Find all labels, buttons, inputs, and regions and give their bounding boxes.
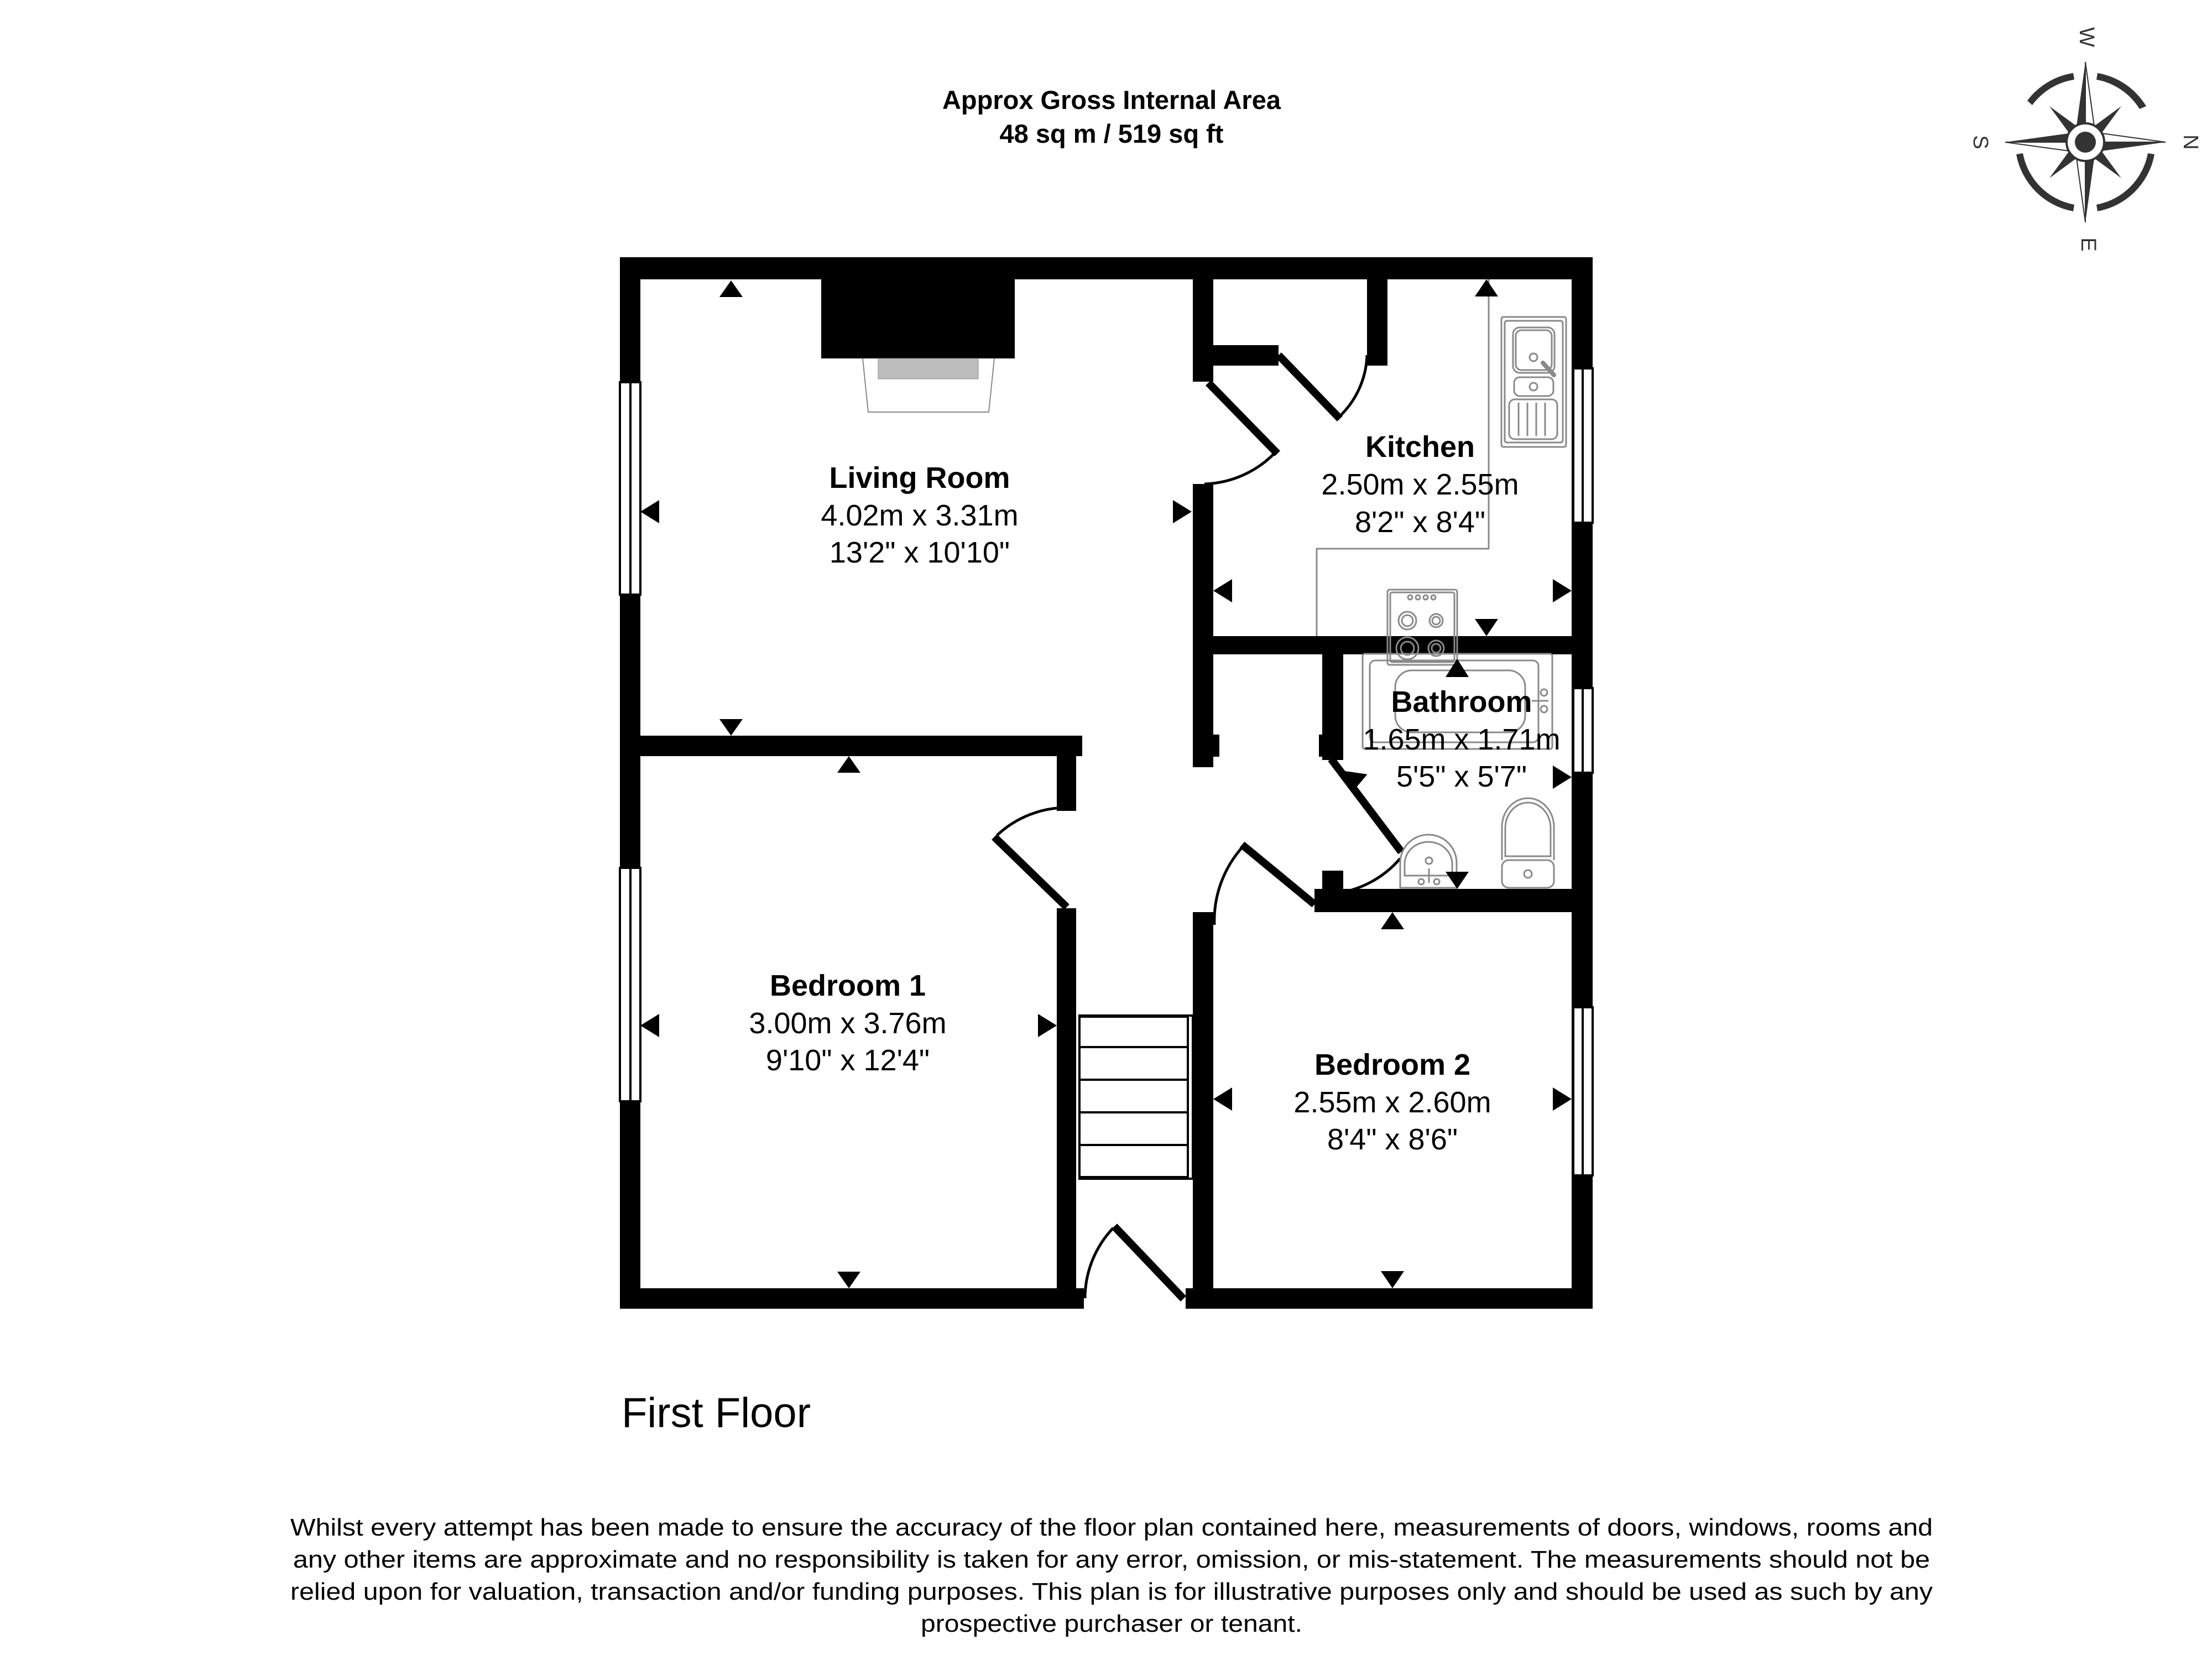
wall-kitchen-bottom	[1193, 636, 1593, 654]
fire-grate	[878, 358, 979, 379]
basin-icon	[1399, 834, 1458, 889]
arrow-right-icon	[1553, 579, 1572, 602]
room-label-kitchen: Kitchen 2.50m x 2.55m 8'2" x 8'4"	[1321, 430, 1519, 539]
disclaimer-line: any other items are approximate and no r…	[293, 1546, 1930, 1573]
compass-n: N	[2179, 134, 2202, 149]
room-metric: 3.00m x 3.76m	[749, 1007, 946, 1040]
window-bedroom-2	[1572, 1006, 1594, 1177]
fireplace	[821, 279, 1015, 413]
disclaimer: Whilst every attempt has been made to en…	[290, 1514, 1933, 1637]
wall-cupboard-right	[1367, 257, 1387, 366]
room-name: Bathroom	[1391, 685, 1532, 719]
room-label-living-room: Living Room 4.02m x 3.31m 13'2" x 10'10"	[821, 461, 1018, 569]
doors	[992, 352, 1405, 1302]
window-bathroom	[1572, 687, 1594, 774]
room-metric: 2.55m x 2.60m	[1293, 1086, 1491, 1119]
arrow-right-icon	[1038, 1014, 1057, 1037]
wall-cupboard-stub	[1193, 345, 1279, 366]
door-living-room	[1204, 380, 1281, 486]
room-metric: 1.65m x 1.71m	[1363, 723, 1560, 756]
arrow-left-icon	[640, 500, 659, 523]
hearth	[862, 358, 995, 413]
staircase	[1078, 1014, 1194, 1180]
arrow-left-icon	[1345, 771, 1368, 793]
hob-icon	[1386, 589, 1458, 666]
door-bathroom	[1328, 756, 1405, 896]
dimension-arrows	[640, 279, 1572, 1288]
disclaimer-line: Whilst every attempt has been made to en…	[290, 1514, 1933, 1541]
room-imperial: 8'2" x 8'4"	[1355, 506, 1485, 539]
area-title: Approx Gross Internal Area	[942, 85, 1281, 114]
arrow-right-icon	[1173, 500, 1192, 523]
wall-bed2-left	[1193, 912, 1213, 1309]
arrow-left-icon	[1213, 1087, 1232, 1111]
arrow-right-icon	[1553, 766, 1572, 789]
door-bedroom-2	[1213, 841, 1317, 925]
room-name: Living Room	[830, 461, 1010, 495]
disclaimer-line: prospective purchaser or tenant.	[921, 1610, 1302, 1637]
arrow-left-icon	[1213, 579, 1232, 602]
disclaimer-line: relied upon for valuation, transaction a…	[290, 1578, 1933, 1605]
room-imperial: 9'10" x 12'4"	[766, 1044, 930, 1077]
window-living	[619, 381, 641, 596]
arrow-down-icon	[1446, 872, 1469, 889]
room-imperial: 13'2" x 10'10"	[830, 536, 1010, 569]
arrow-up-icon	[1446, 659, 1469, 677]
arrow-down-icon	[1475, 619, 1498, 636]
arrow-down-icon	[837, 1272, 860, 1288]
compass-w: W	[2075, 27, 2098, 47]
room-name: Bedroom 1	[770, 969, 926, 1002]
door-cupboard	[1275, 352, 1369, 421]
arrow-right-icon	[1553, 1087, 1572, 1111]
room-imperial: 8'4" x 8'6"	[1327, 1123, 1458, 1156]
wall-bed1-right-upper	[1057, 736, 1076, 811]
wall-bath-bottom	[1314, 889, 1593, 912]
area-value: 48 sq m / 519 sq ft	[1000, 119, 1224, 148]
window-bedroom-1	[619, 867, 641, 1102]
arrow-down-icon	[1381, 1271, 1404, 1288]
outer-wall-top	[620, 257, 1593, 279]
room-name: Kitchen	[1365, 430, 1475, 464]
room-metric: 2.50m x 2.55m	[1321, 468, 1519, 501]
outer-wall-bottom-left	[620, 1288, 1084, 1309]
floor-label: First Floor	[622, 1389, 811, 1436]
wall-hall-stub	[1193, 735, 1219, 757]
kitchen-fixtures	[1316, 279, 1567, 666]
outer-wall-bottom-right	[1186, 1288, 1593, 1309]
door-entrance	[1083, 1224, 1187, 1302]
arrow-up-icon	[837, 756, 860, 773]
arrow-up-icon	[719, 280, 743, 297]
kitchen-worktop	[1316, 279, 1490, 636]
toilet-icon	[1501, 797, 1555, 889]
arrow-left-icon	[640, 1014, 659, 1037]
room-label-bedroom-1: Bedroom 1 3.00m x 3.76m 9'10" x 12'4"	[749, 969, 946, 1077]
room-label-bathroom: Bathroom 1.65m x 1.71m 5'5" x 5'7"	[1363, 685, 1560, 793]
window-kitchen	[1572, 367, 1594, 524]
chimney-breast	[821, 279, 1015, 358]
compass-e: E	[2077, 237, 2100, 251]
door-bedroom-1	[992, 806, 1070, 910]
compass-s: S	[1969, 135, 1992, 149]
arrow-up-icon	[1475, 279, 1498, 296]
wall-bath-stub	[1319, 735, 1343, 757]
room-label-bedroom-2: Bedroom 2 2.55m x 2.60m 8'4" x 8'6"	[1293, 1048, 1491, 1156]
compass-rose-icon: W E N S	[1969, 27, 2202, 252]
wall-living-hall-lower	[1193, 484, 1213, 767]
wall-bed1-right-lower	[1057, 908, 1076, 1309]
arrow-down-icon	[719, 719, 743, 736]
arrow-up-icon	[1381, 912, 1404, 929]
room-name: Bedroom 2	[1314, 1048, 1470, 1081]
room-imperial: 5'5" x 5'7"	[1396, 760, 1527, 793]
windows	[619, 367, 1594, 1177]
sink-icon	[1500, 316, 1567, 448]
wall-living-bed1	[620, 736, 1082, 756]
room-metric: 4.02m x 3.31m	[821, 499, 1018, 532]
